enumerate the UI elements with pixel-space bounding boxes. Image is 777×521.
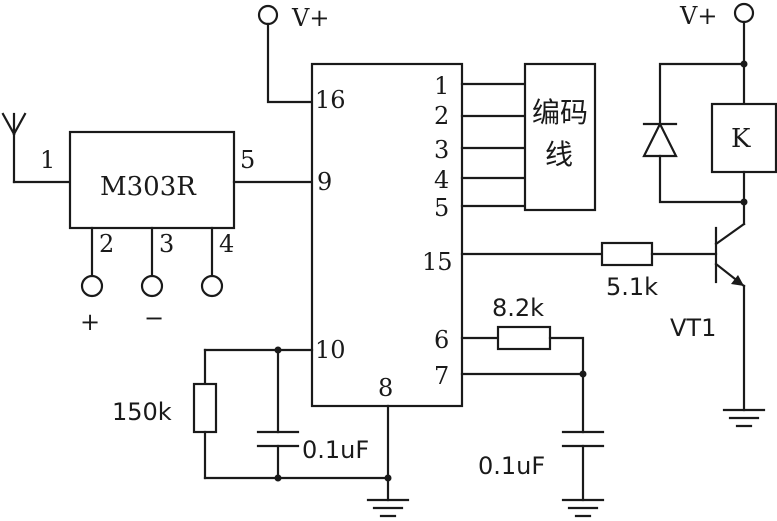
ic-pin-7-label: 7: [434, 362, 449, 390]
m303r-pin-2-label: 2: [99, 230, 114, 258]
vplus-right-terminal: [733, 2, 755, 24]
m303r-module-box: [68, 130, 236, 230]
timing-resistor-label: 150k: [112, 398, 172, 426]
ground-ic-icon: [366, 498, 410, 518]
code-wire-label-line1: 编码: [532, 96, 588, 129]
m303r-pin-2-terminal: [80, 274, 104, 298]
ic-pin-6-label: 6: [434, 326, 449, 354]
m303r-pin-4-terminal: [200, 274, 224, 298]
osc-capacitor-symbol: [561, 430, 605, 448]
osc-resistor-label: 8.2k: [492, 294, 544, 322]
ic-pin-9-label: 9: [317, 168, 332, 196]
m303r-pin-3-terminal: [140, 274, 164, 298]
ic-pin-15-label: 15: [422, 248, 453, 276]
ic-pin-16-label: 16: [315, 86, 346, 114]
flyback-diode-symbol: [642, 121, 678, 158]
timing-resistor-150k: [192, 382, 218, 434]
ic-pin-4-label: 4: [434, 166, 449, 194]
timing-capacitor-symbol: [256, 430, 300, 448]
m303r-pin-3-label: 3: [159, 230, 174, 258]
vplus-right-label: V+: [679, 2, 717, 30]
m303r-pin-5-label: 5: [240, 146, 255, 174]
code-wire-block: [523, 62, 597, 212]
minus-sign: −: [144, 304, 164, 332]
ic-pin-10-label: 10: [315, 336, 346, 364]
ic-pin-5-label: 5: [434, 194, 449, 222]
code-bus-wires: [460, 82, 527, 208]
junction-dot: [740, 198, 748, 206]
vplus-left-terminal: [257, 4, 279, 26]
vplus-left-label: V+: [291, 4, 329, 32]
base-resistor-5k1: [600, 241, 654, 267]
antenna-symbol: [1, 112, 72, 184]
ic-pin-2-label: 2: [434, 102, 449, 130]
npn-transistor-symbol: [714, 222, 746, 288]
junction-dot: [740, 60, 748, 68]
code-wire-label-line2: 线: [545, 138, 573, 171]
osc-resistor-8k2: [496, 325, 552, 351]
ground-osc-icon: [561, 498, 605, 518]
transistor-label: VT1: [670, 314, 716, 342]
junction-dot: [579, 370, 587, 378]
ic-pin-1-label: 1: [434, 72, 449, 100]
m303r-pin-1-label: 1: [40, 146, 55, 174]
relay-label: K: [731, 124, 751, 154]
ic-pin-3-label: 3: [434, 136, 449, 164]
base-resistor-label: 5.1k: [606, 273, 658, 301]
decoder-ic-box: [310, 62, 464, 408]
m303r-module-label: M303R: [100, 172, 197, 202]
m303r-pin-4-label: 4: [219, 230, 234, 258]
osc-capacitor-label: 0.1uF: [478, 452, 545, 480]
plus-sign: +: [80, 308, 100, 336]
junction-dot: [274, 474, 282, 482]
ic-pin-8-label: 8: [378, 374, 393, 402]
timing-capacitor-label: 0.1uF: [302, 436, 369, 464]
ground-transistor-icon: [722, 408, 766, 428]
